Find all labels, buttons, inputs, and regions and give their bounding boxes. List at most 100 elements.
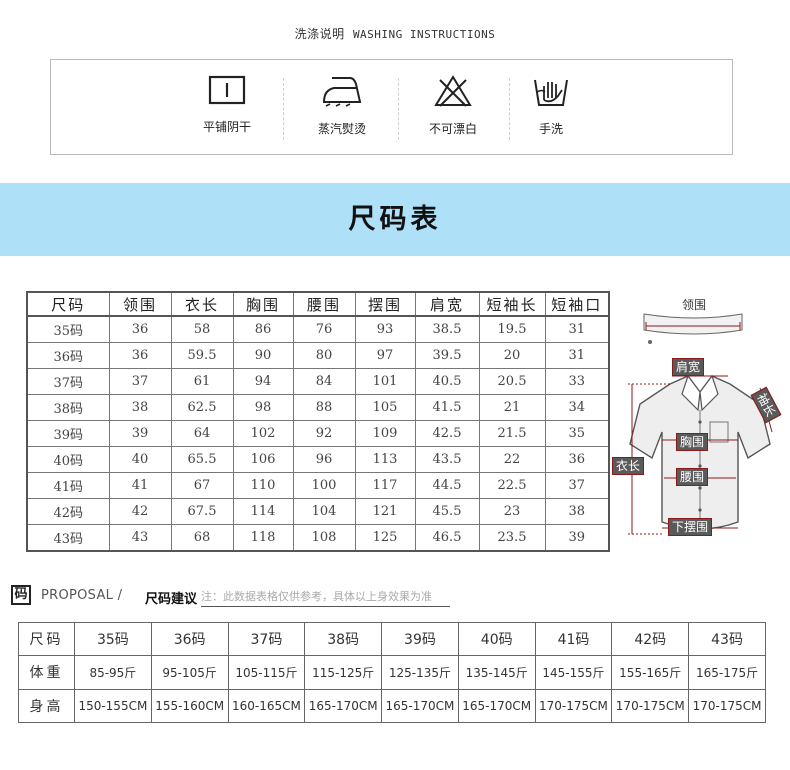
table-cell: 105-115斤: [227, 655, 306, 690]
measure-cell: 38: [544, 497, 610, 525]
measure-cell: 101: [354, 368, 416, 396]
measure-cell: 109: [354, 419, 416, 447]
table-cell: 160-165CM: [227, 688, 306, 724]
measure-cell: 93: [354, 315, 416, 344]
measure-cell: 97: [354, 342, 416, 370]
measure-cell: 105: [354, 394, 416, 421]
measure-cell: 44.5: [414, 471, 480, 499]
table-cell: 37码: [227, 621, 306, 657]
measure-cell: 36: [108, 342, 172, 370]
column-header: 胸围: [232, 291, 294, 317]
size-chart-title: 尺码表: [348, 204, 442, 235]
measure-cell: 61: [170, 368, 234, 396]
chest-tag: 胸围: [676, 433, 709, 451]
measure-cell: 46.5: [414, 523, 480, 552]
measure-cell: 42.5: [414, 419, 480, 447]
divider: [398, 78, 399, 140]
measure-cell: 22.5: [478, 471, 546, 499]
measure-cell: 39: [544, 523, 610, 552]
measure-cell: 21.5: [478, 419, 546, 447]
proposal-en: PROPOSAL /: [41, 588, 123, 603]
measure-cell: 43.5: [414, 445, 480, 473]
measure-cell: 39: [108, 419, 172, 447]
table-cell: 145-155斤: [534, 655, 613, 690]
measure-cell: 104: [292, 497, 356, 525]
size-cell: 42码: [26, 497, 110, 525]
row-header: 身高: [18, 688, 75, 724]
wash-label: 手洗: [538, 122, 563, 136]
table-cell: 135-145斤: [457, 655, 536, 690]
measure-cell: 22: [478, 445, 546, 473]
flat-dry-icon: [208, 75, 246, 105]
table-cell: 36码: [150, 621, 229, 657]
measure-cell: 84: [292, 368, 356, 396]
measure-cell: 118: [232, 523, 294, 552]
measure-cell: 113: [354, 445, 416, 473]
column-header: 腰围: [292, 291, 356, 317]
measure-cell: 114: [232, 497, 294, 525]
measure-cell: 64: [170, 419, 234, 447]
neck-label: 领围: [682, 298, 707, 312]
size-cell: 43码: [26, 523, 110, 552]
wash-item-flat-dry: 平铺阴干: [177, 74, 277, 135]
measure-cell: 36: [108, 315, 172, 344]
size-cell: 39码: [26, 419, 110, 447]
measure-cell: 62.5: [170, 394, 234, 421]
size-cell: 37码: [26, 368, 110, 396]
measure-cell: 41.5: [414, 394, 480, 421]
table-cell: 85-95斤: [74, 655, 152, 690]
table-cell: 115-125斤: [304, 655, 383, 690]
measure-cell: 20: [478, 342, 546, 370]
column-header: 尺码: [26, 291, 110, 317]
measure-cell: 92: [292, 419, 356, 447]
wash-item-no-bleach: 不可漂白: [403, 74, 503, 137]
measure-cell: 42: [108, 497, 172, 525]
table-cell: 125-135斤: [381, 655, 459, 690]
column-header: 短袖口: [544, 291, 610, 317]
measure-cell: 108: [292, 523, 356, 552]
row-header: 体重: [18, 655, 75, 690]
shirt-illustration: [628, 313, 773, 535]
shirt-diagram: 领围 肩宽 袖长 胸围 衣长 腰围 下摆围: [610, 292, 790, 554]
size-cell: 36码: [26, 342, 110, 370]
proposal-header: 码 PROPOSAL / 尺码建议 注：此数据表格仅供参考，具体以上身效果为准: [11, 585, 781, 609]
measure-cell: 23: [478, 497, 546, 525]
washing-panel: 平铺阴干 蒸汽熨烫 不可漂白 手洗: [50, 59, 733, 155]
table-cell: 165-170CM: [457, 688, 536, 724]
table-cell: 95-105斤: [150, 655, 229, 690]
table-cell: 41码: [534, 621, 613, 657]
measure-cell: 94: [232, 368, 294, 396]
washing-title-cn: 洗涤说明: [294, 27, 345, 41]
measure-cell: 19.5: [478, 315, 546, 344]
size-cell: 35码: [26, 315, 110, 344]
proposal-cn: 尺码建议: [145, 592, 198, 607]
proposal-note: 注：此数据表格仅供参考，具体以上身效果为准: [201, 588, 450, 607]
wash-label: 平铺阴干: [202, 120, 251, 134]
size-cell: 40码: [26, 445, 110, 473]
measure-cell: 100: [292, 471, 356, 499]
measure-cell: 110: [232, 471, 294, 499]
measure-cell: 90: [232, 342, 294, 370]
measure-cell: 36: [544, 445, 610, 473]
washing-title-en: WASHING INSTRUCTIONS: [352, 28, 496, 41]
table-cell: 150-155CM: [74, 688, 152, 724]
wash-label: 蒸汽熨烫: [317, 122, 366, 136]
measure-cell: 37: [108, 368, 172, 396]
column-header: 摆围: [354, 291, 416, 317]
table-cell: 155-165斤: [611, 655, 690, 690]
measure-cell: 43: [108, 523, 172, 552]
measure-cell: 86: [232, 315, 294, 344]
